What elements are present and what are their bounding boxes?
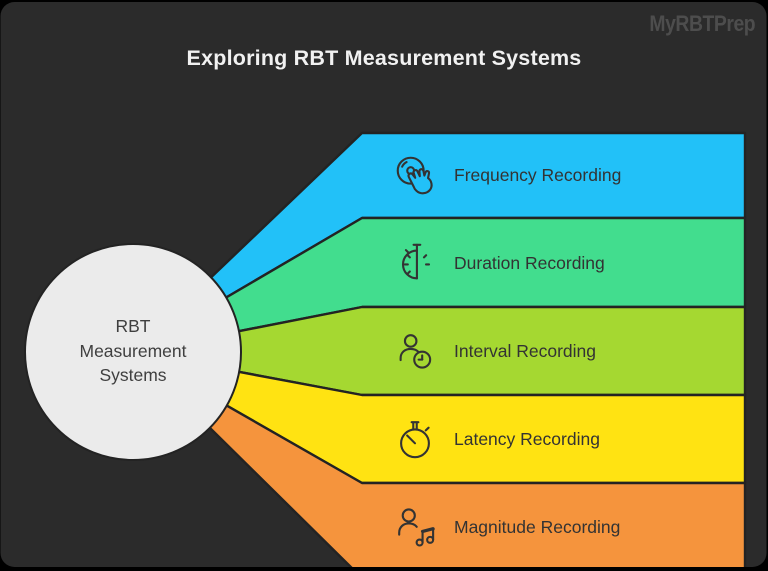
band-row-magnitude: Magnitude Recording bbox=[392, 504, 620, 550]
center-node-circle bbox=[24, 243, 242, 461]
band-label: Duration Recording bbox=[454, 252, 605, 273]
person-music-icon bbox=[398, 508, 435, 547]
watermark-logo: MyRBTPrep bbox=[649, 11, 755, 36]
band-row-duration: Duration Recording bbox=[392, 240, 605, 286]
band-label: Frequency Recording bbox=[454, 164, 622, 185]
person-clock-icon bbox=[399, 334, 432, 369]
band-shape-magnitude bbox=[131, 350, 747, 567]
band-label: Magnitude Recording bbox=[454, 516, 621, 537]
band-label: Interval Recording bbox=[454, 340, 597, 361]
band-row-interval: Interval Recording bbox=[392, 328, 596, 374]
center-node-line3: Systems bbox=[99, 365, 167, 385]
band-row-latency: Latency Recording bbox=[392, 416, 600, 462]
tap-disc-icon bbox=[396, 156, 433, 195]
stopwatch-icon bbox=[400, 421, 430, 459]
half-stopwatch-icon bbox=[402, 243, 431, 280]
page-title: Exploring RBT Measurement Systems bbox=[186, 46, 582, 70]
center-node-line1: RBT bbox=[115, 316, 151, 336]
band-label: Latency Recording bbox=[454, 428, 600, 449]
center-node-label: RBT Measurement Systems bbox=[43, 314, 223, 388]
band-row-frequency: Frequency Recording bbox=[392, 152, 621, 198]
center-node-line2: Measurement bbox=[79, 340, 187, 361]
